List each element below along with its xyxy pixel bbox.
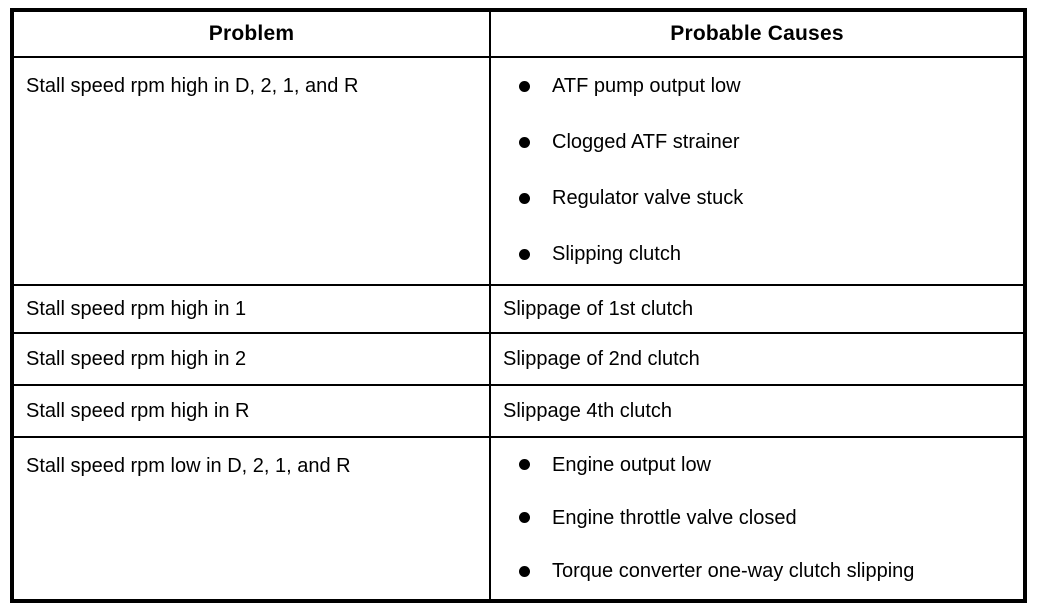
bullet-icon — [519, 136, 530, 148]
cause-text: ATF pump output low — [552, 75, 741, 97]
bullet-icon — [519, 512, 530, 524]
table-row: Stall speed rpm low in D, 2, 1, and R En… — [11, 436, 1026, 602]
causes-list: Engine output low Engine throttle valve … — [491, 438, 1023, 598]
troubleshooting-table: Problem Probable Causes Stall speed rpm … — [10, 8, 1027, 603]
cause-item: Regulator valve stuck — [491, 188, 1023, 208]
bullet-icon — [519, 192, 530, 204]
cause-text: Regulator valve stuck — [552, 187, 744, 209]
bullet-icon — [519, 80, 530, 92]
causes-cell: Engine output low Engine throttle valve … — [489, 436, 1026, 602]
causes-cell: ATF pump output low Clogged ATF strainer… — [489, 56, 1026, 286]
problem-cell: Stall speed rpm high in 1 — [11, 284, 491, 334]
problem-cell: Stall speed rpm low in D, 2, 1, and R — [11, 436, 491, 602]
causes-cell: Slippage 4th clutch — [489, 384, 1026, 438]
table-row: Stall speed rpm high in R Slippage 4th c… — [11, 384, 1026, 438]
causes-list: ATF pump output low Clogged ATF strainer… — [491, 58, 1023, 282]
cause-text: Engine output low — [552, 453, 712, 476]
cause-item: Engine output low — [491, 455, 1023, 475]
cause-item: ATF pump output low — [491, 76, 1023, 96]
table-row: Stall speed rpm high in 1 Slippage of 1s… — [11, 284, 1026, 334]
cause-text: Clogged ATF strainer — [552, 131, 740, 153]
cause-item: Torque converter one-way clutch slipping — [491, 561, 1023, 581]
cause-item: Engine throttle valve closed — [491, 508, 1023, 528]
column-header-probable-causes: Probable Causes — [489, 9, 1026, 58]
header-row: Problem Probable Causes — [11, 9, 1026, 58]
causes-cell: Slippage of 1st clutch — [489, 284, 1026, 334]
bullet-icon — [519, 459, 530, 471]
cause-text: Torque converter one-way clutch slipping — [552, 560, 915, 583]
cause-item: Clogged ATF strainer — [491, 132, 1023, 152]
problem-cell: Stall speed rpm high in D, 2, 1, and R — [11, 56, 491, 286]
causes-cell: Slippage of 2nd clutch — [489, 332, 1026, 386]
table-row: Stall speed rpm high in 2 Slippage of 2n… — [11, 332, 1026, 386]
cause-text: Slipping clutch — [552, 243, 681, 265]
problem-cell: Stall speed rpm high in R — [11, 384, 491, 438]
cause-item: Slipping clutch — [491, 244, 1023, 264]
bullet-icon — [519, 248, 530, 260]
bullet-icon — [519, 565, 530, 577]
table-row: Stall speed rpm high in D, 2, 1, and R A… — [11, 56, 1026, 286]
cause-text: Engine throttle valve closed — [552, 506, 797, 529]
problem-cell: Stall speed rpm high in 2 — [11, 332, 491, 386]
column-header-problem: Problem — [11, 9, 491, 58]
